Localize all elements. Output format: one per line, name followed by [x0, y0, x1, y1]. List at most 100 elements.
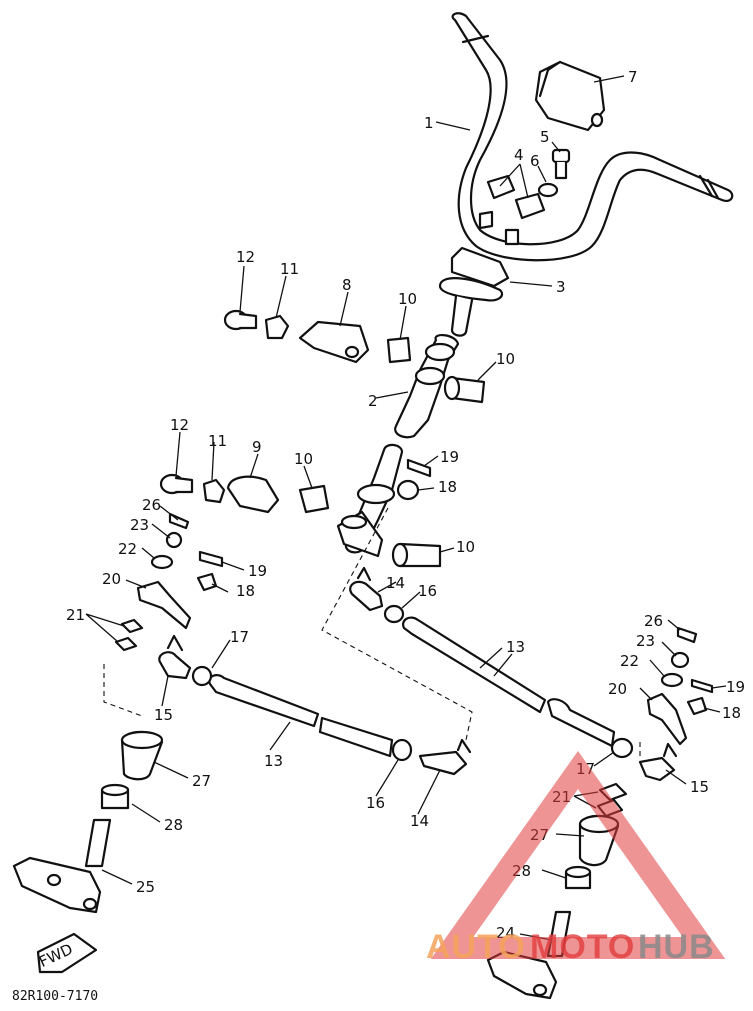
bolt-5: [551, 148, 571, 180]
label-28a: 28: [164, 816, 183, 834]
label-10b: 10: [496, 350, 515, 368]
leader-lines: [85, 75, 727, 941]
label-15a: 15: [154, 706, 173, 724]
label-18c: 18: [722, 704, 741, 722]
label-23a: 23: [130, 516, 149, 534]
bolt-19-left: [198, 550, 224, 568]
label-2: 2: [368, 392, 378, 410]
diagram-code: 82R100-7170: [12, 989, 98, 1004]
label-17a: 17: [230, 628, 249, 646]
label-12b: 12: [170, 416, 189, 434]
label-16a: 16: [418, 582, 437, 600]
label-10a: 10: [398, 290, 417, 308]
lower-steering-shaft: [336, 443, 404, 558]
label-22a: 22: [118, 540, 137, 558]
label-26a: 26: [142, 496, 161, 514]
watermark-moto: MOTO: [530, 928, 635, 966]
washer-6: [537, 182, 559, 198]
handlebar-clamp-top: [534, 60, 606, 132]
plate-9: [226, 475, 280, 514]
tie-rod-13-right: [402, 616, 616, 748]
label-11b: 11: [208, 432, 227, 450]
nut-22-right: [660, 672, 684, 688]
tie-rod-end-15-left: [158, 634, 192, 680]
fwd-arrow-badge: FWD: [36, 932, 98, 974]
plate-8: [298, 320, 370, 364]
bolt-12-lower: [159, 473, 194, 495]
label-5: 5: [540, 128, 550, 146]
part-number-labels: 1 2 3 4 5 6 7 8 9 10 10 10 10 11 11 12 1…: [66, 68, 745, 942]
label-20b: 20: [608, 680, 627, 698]
label-1: 1: [424, 114, 434, 132]
label-3: 3: [556, 278, 566, 296]
label-7: 7: [628, 68, 638, 86]
label-20a: 20: [102, 570, 121, 588]
label-10c: 10: [294, 450, 313, 468]
handlebar-holder: [438, 246, 510, 337]
nut-23-left: [165, 531, 183, 549]
label-12a: 12: [236, 248, 255, 266]
label-13a: 13: [506, 638, 525, 656]
label-22b: 22: [620, 652, 639, 670]
bolt-19-right: [690, 678, 714, 694]
collar-10-small: [386, 336, 412, 364]
label-11a: 11: [280, 260, 299, 278]
label-14b: 14: [410, 812, 429, 830]
nut-18-left: [196, 572, 218, 592]
label-21a: 21: [66, 606, 85, 624]
label-25: 25: [136, 878, 155, 896]
collar-10-upper: [443, 375, 486, 404]
label-19b: 19: [248, 562, 267, 580]
collar-10-lower: [391, 542, 442, 568]
label-19a: 19: [440, 448, 459, 466]
label-4: 4: [514, 146, 524, 164]
bushing-27-left: [120, 730, 164, 781]
tie-rod-end-15-right: [638, 742, 678, 782]
arm-20-left: [136, 580, 192, 630]
nut-16-center: [383, 604, 405, 624]
knuckle-25: [12, 818, 112, 914]
nut-16-left: [391, 738, 413, 762]
collar-28-right: [564, 865, 592, 890]
nut-17-left: [191, 665, 213, 687]
nut-22-left: [150, 554, 174, 570]
tie-rod-end-14-lower: [418, 738, 472, 776]
label-16b: 16: [366, 794, 385, 812]
label-18a: 18: [438, 478, 457, 496]
nut-17-right: [610, 737, 634, 759]
label-18b: 18: [236, 582, 255, 600]
tie-rod-13-left: [208, 674, 394, 758]
handlebar-clamp-lower: [486, 174, 546, 220]
label-27a: 27: [192, 772, 211, 790]
collar-10-left: [298, 484, 330, 514]
plate-21-left: [114, 618, 144, 652]
label-15b: 15: [690, 778, 709, 796]
tie-rod-end-14-center: [349, 566, 384, 612]
label-26b: 26: [644, 612, 663, 630]
assembly-guide-lines: [103, 507, 641, 760]
upper-steering-shaft: [394, 334, 460, 439]
handlebar: [451, 12, 734, 262]
arm-20-right: [646, 692, 688, 746]
label-23b: 23: [636, 632, 655, 650]
watermark-logo: AUTO MOTO HUB: [426, 750, 726, 966]
label-8: 8: [342, 276, 352, 294]
bolt-26-right: [676, 626, 698, 644]
nut-11-lower: [202, 478, 226, 504]
nut-23-right: [670, 651, 690, 669]
label-10d: 10: [456, 538, 475, 556]
bolt-12-upper: [223, 309, 258, 331]
bolt-19-center: [406, 458, 432, 478]
nut-18-center: [396, 479, 420, 501]
nut-18-right: [686, 696, 708, 716]
nut-11-upper: [264, 314, 290, 340]
label-13b: 13: [264, 752, 283, 770]
label-6: 6: [530, 152, 540, 170]
label-19c: 19: [726, 678, 745, 696]
label-14a: 14: [386, 574, 405, 592]
label-9: 9: [252, 438, 262, 456]
watermark-auto: AUTO: [426, 928, 526, 966]
collar-28-left: [100, 783, 130, 810]
watermark-hub: HUB: [638, 928, 715, 966]
